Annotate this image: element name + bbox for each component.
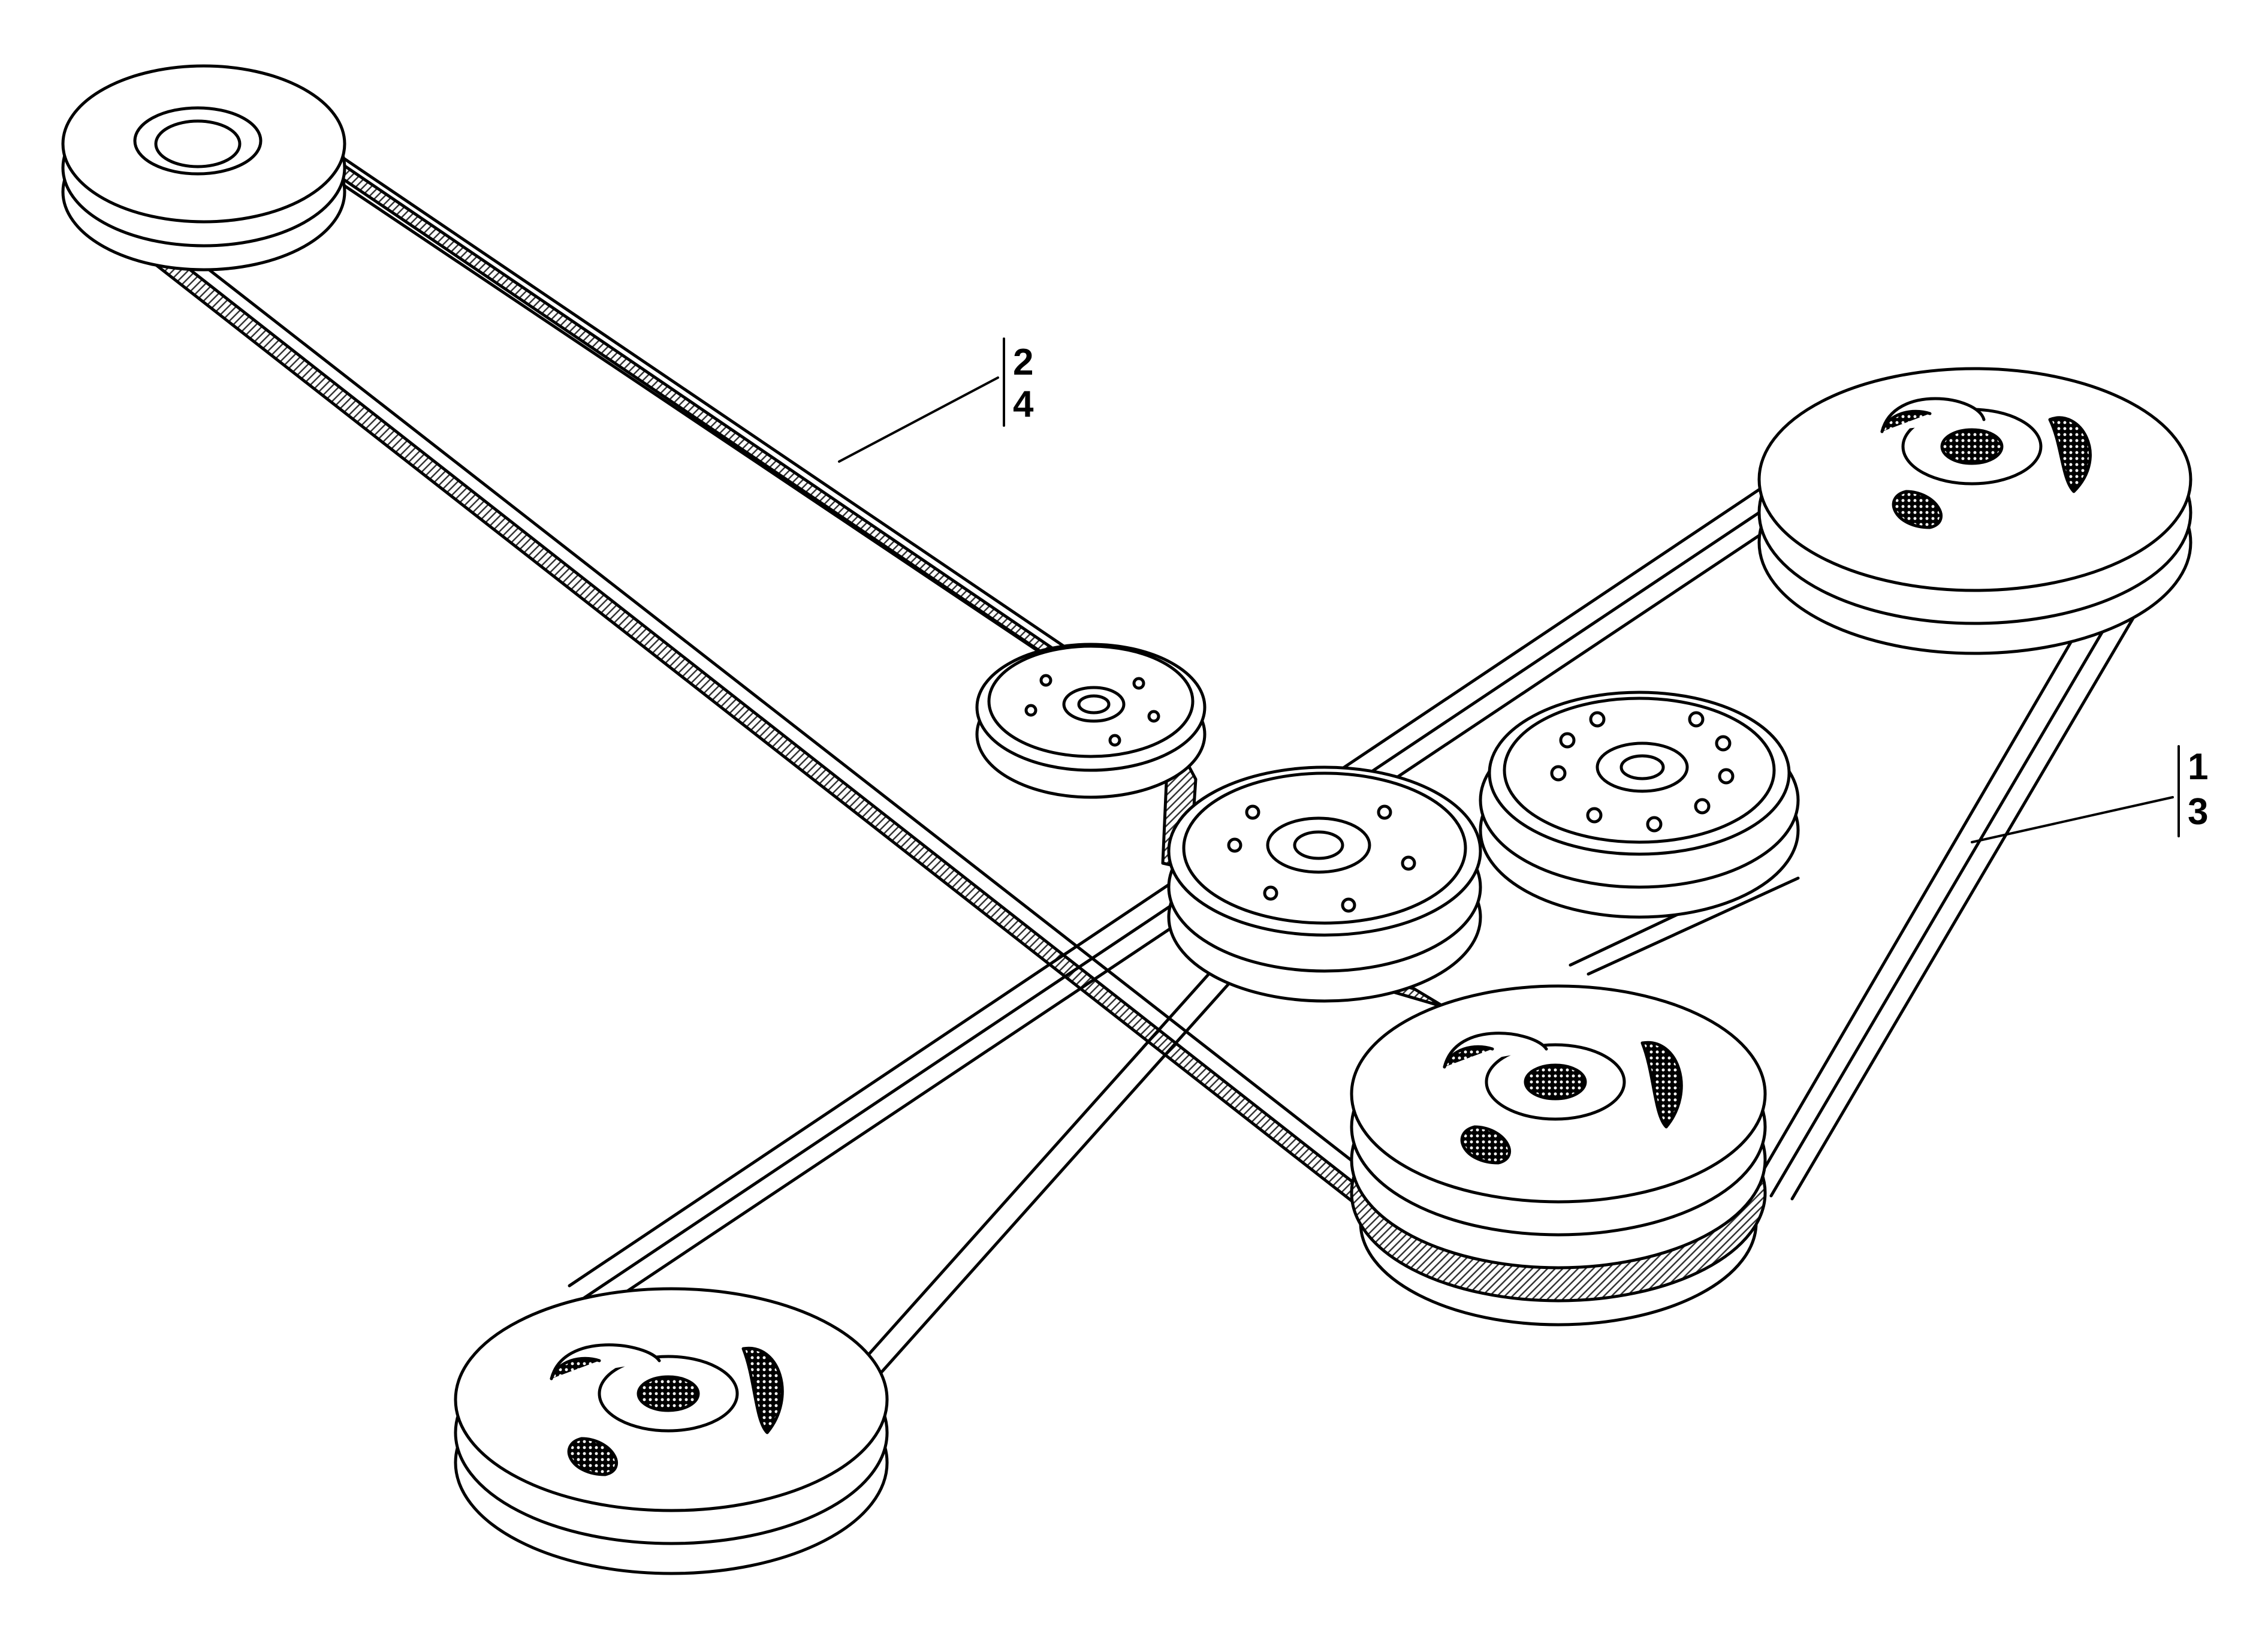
pulley-top-right [1757, 367, 2192, 655]
callout-2-4-leader [838, 337, 1005, 463]
callout-label-1: 1 [2188, 746, 2208, 788]
pulley-middle [1167, 765, 1482, 1003]
callout-label-3: 3 [2188, 791, 2208, 833]
pulley-bottom-left [454, 1287, 889, 1575]
pulley-right-lower [1350, 984, 1767, 1327]
callout-label-4: 4 [1013, 384, 1034, 425]
callout-1-3-leader [1971, 745, 2180, 843]
belt-2-4 [70, 151, 1446, 1210]
pulley-idler-right [1479, 691, 1800, 919]
callout-label-2: 2 [1013, 342, 1033, 383]
pulley-top-left [61, 64, 346, 272]
pulley-idler-upper [975, 643, 1207, 799]
